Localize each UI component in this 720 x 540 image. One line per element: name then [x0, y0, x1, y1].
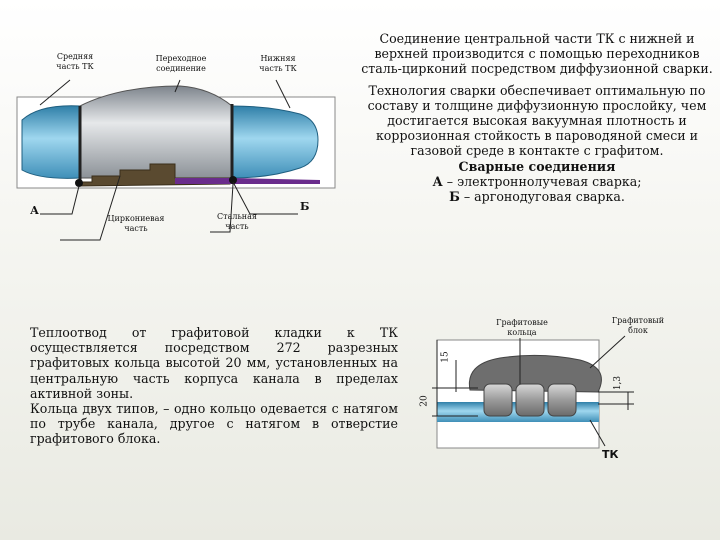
label-tk: ТК [602, 448, 619, 461]
transition-body [79, 85, 233, 179]
join-description: Соединение центральной части ТК с нижней… [361, 31, 713, 77]
weld-a-letter: А [432, 173, 443, 189]
label-block: Графитовый блок [611, 316, 665, 335]
dim-15: 15 [440, 351, 451, 363]
weld-b-letter: Б [449, 189, 460, 205]
graphite-block [468, 354, 602, 393]
label-a: А [30, 204, 39, 217]
leader-steel [210, 183, 234, 233]
label-steel: Стальная часть [217, 212, 257, 231]
middle-tube-section [21, 105, 81, 179]
heat-removal-text: Теплоотвод от графитовой кладки к ТК осу… [30, 325, 398, 401]
leader-lower [275, 79, 291, 109]
dim-20: 20 [419, 395, 430, 407]
left-text-block: Теплоотвод от графитовой кладки к ТК осу… [30, 325, 398, 447]
label-middle-part: Средняя часть ТК [56, 52, 94, 71]
weld-dot-b [229, 176, 237, 184]
label-b: Б [300, 200, 310, 213]
label-zirconium: Циркониевая часть [107, 214, 165, 233]
label-lower-part: Нижняя часть ТК [259, 54, 297, 73]
leader-b [232, 181, 298, 215]
leader-a [40, 185, 80, 215]
label-rings: Графитовые кольца [496, 318, 548, 337]
weld-b-text: – аргонодуговая сварка. [459, 189, 625, 205]
graphite-ring-1 [483, 383, 513, 417]
label-transition: Переходное соединение [155, 54, 207, 73]
lower-tube-section [231, 105, 319, 179]
weld-dot-a [75, 179, 83, 187]
weld-b-line: Б – аргонодуговая сварка. [358, 189, 716, 204]
leader-transition [174, 79, 181, 93]
leader-tk [589, 419, 606, 447]
ring-types-text: Кольца двух типов, – одно кольцо одевает… [30, 401, 398, 447]
right-text-block: Соединение центральной части ТК с нижней… [358, 31, 716, 204]
weld-a-line: А – электроннолучевая сварка; [358, 174, 716, 189]
dim-13: 1,3 [613, 375, 624, 391]
welds-title: Сварные соединения [458, 158, 616, 174]
graphite-ring-2 [515, 383, 545, 417]
leader-zirconium [60, 175, 121, 241]
steel-band [175, 178, 320, 184]
leader-middle [39, 79, 71, 106]
leader-block [589, 335, 626, 369]
graphite-ring-3 [547, 383, 577, 417]
weld-a-text: – электроннолучевая сварка; [442, 173, 642, 189]
welding-technology: Технология сварки обеспечивает оптимальн… [367, 82, 707, 159]
